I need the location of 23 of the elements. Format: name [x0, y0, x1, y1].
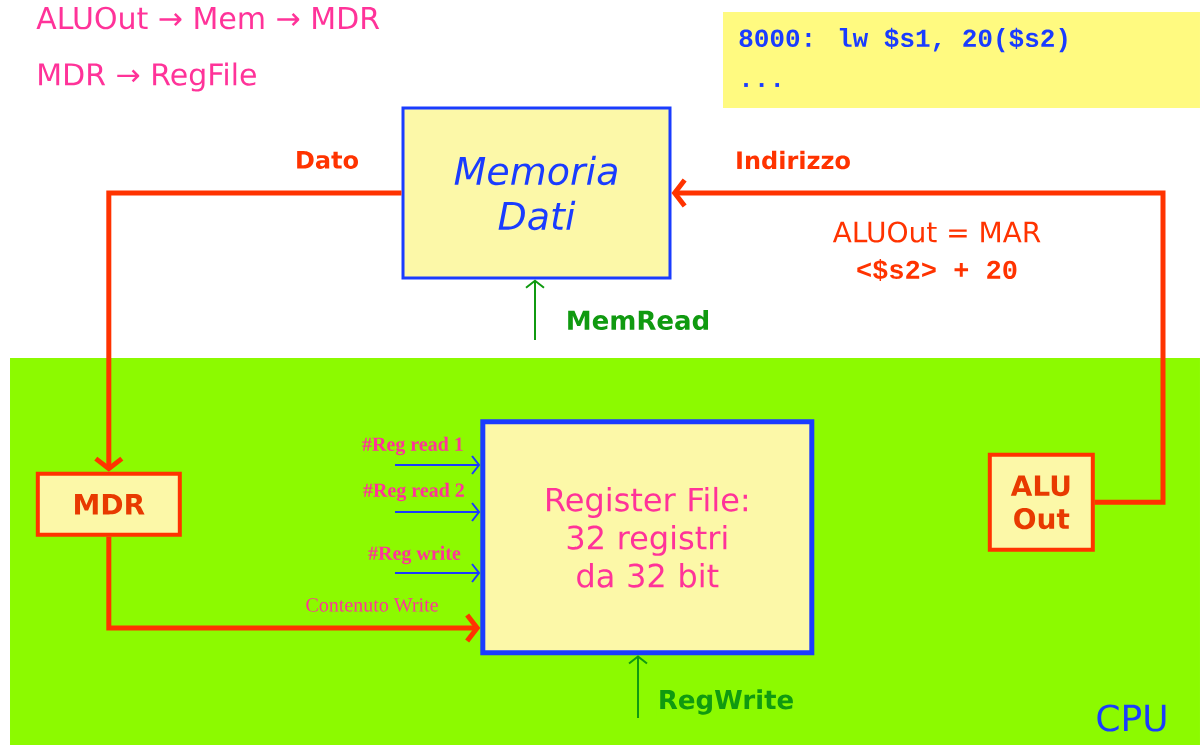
edge-label: RegWrite: [656, 688, 796, 716]
register-file-box: Register File: 32 registri da 32 bit: [480, 419, 815, 656]
arrow: [394, 563, 481, 583]
edge-label: MemRead: [564, 308, 712, 332]
arrow: [394, 502, 481, 522]
edge-label: Contenuto Write: [304, 597, 440, 613]
code-box: 8000: lw $s1, 20($s2) ...: [723, 12, 1200, 108]
register-box: MDR: [35, 471, 182, 537]
arrow: [106, 536, 481, 643]
memory-box: Memoria Dati: [401, 106, 672, 280]
arrow: [94, 190, 402, 472]
edge-label: #Reg write: [367, 544, 462, 566]
note-text: ALUOut = MAR: [832, 221, 1041, 243]
edge-label: Dato: [293, 150, 361, 170]
heading-text: MDR → RegFile: [39, 62, 256, 92]
arrow: [525, 279, 545, 341]
register-box: ALU Out: [987, 452, 1095, 552]
edge-label: Indirizzo: [734, 149, 852, 171]
arrow: [394, 455, 481, 475]
arrow: [671, 178, 1166, 505]
note-text: <$s2> + 20: [857, 258, 1017, 281]
arrow: [628, 655, 648, 719]
heading-text: ALUOut → Mem → MDR: [36, 6, 380, 30]
